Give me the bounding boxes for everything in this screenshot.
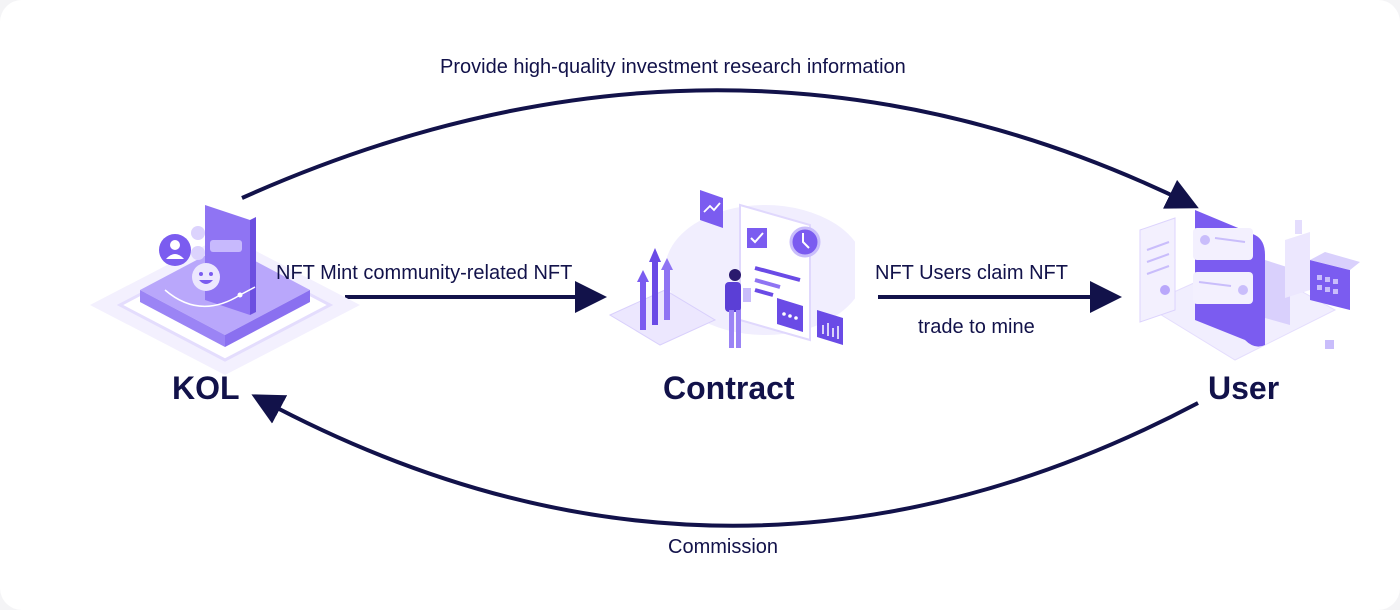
node-kol: KOL xyxy=(172,370,240,406)
more-card-icon xyxy=(777,298,803,332)
contract-to-user-label: NFT Users claim NFT xyxy=(875,262,1068,284)
user-illustration xyxy=(1139,210,1360,361)
commission-label: Commission xyxy=(668,536,779,558)
person-icon xyxy=(725,269,751,348)
contract-illustration xyxy=(608,190,855,348)
building-icon xyxy=(1285,232,1360,310)
trend-card-icon xyxy=(700,190,723,228)
node-user: User xyxy=(1208,370,1280,406)
trade-to-mine-label: trade to mine xyxy=(918,316,1035,338)
top-arc-arrow xyxy=(241,88,1199,209)
node-contract: Contract xyxy=(663,370,795,406)
chat-scroll-icon xyxy=(1193,210,1290,347)
bar-chart-card-icon xyxy=(817,310,843,345)
growth-arrows-icon xyxy=(608,248,717,346)
bottom-arc-arrow xyxy=(251,394,1199,528)
phone-icon xyxy=(205,205,256,315)
smiley-icon xyxy=(192,263,220,291)
kol-to-contract-label: NFT Mint community-related NFT xyxy=(276,262,573,284)
certificate-icon xyxy=(1139,217,1176,323)
kol-illustration xyxy=(90,205,360,375)
top-arc-label: Provide high-quality investment research… xyxy=(440,56,906,78)
clock-icon xyxy=(789,226,821,258)
